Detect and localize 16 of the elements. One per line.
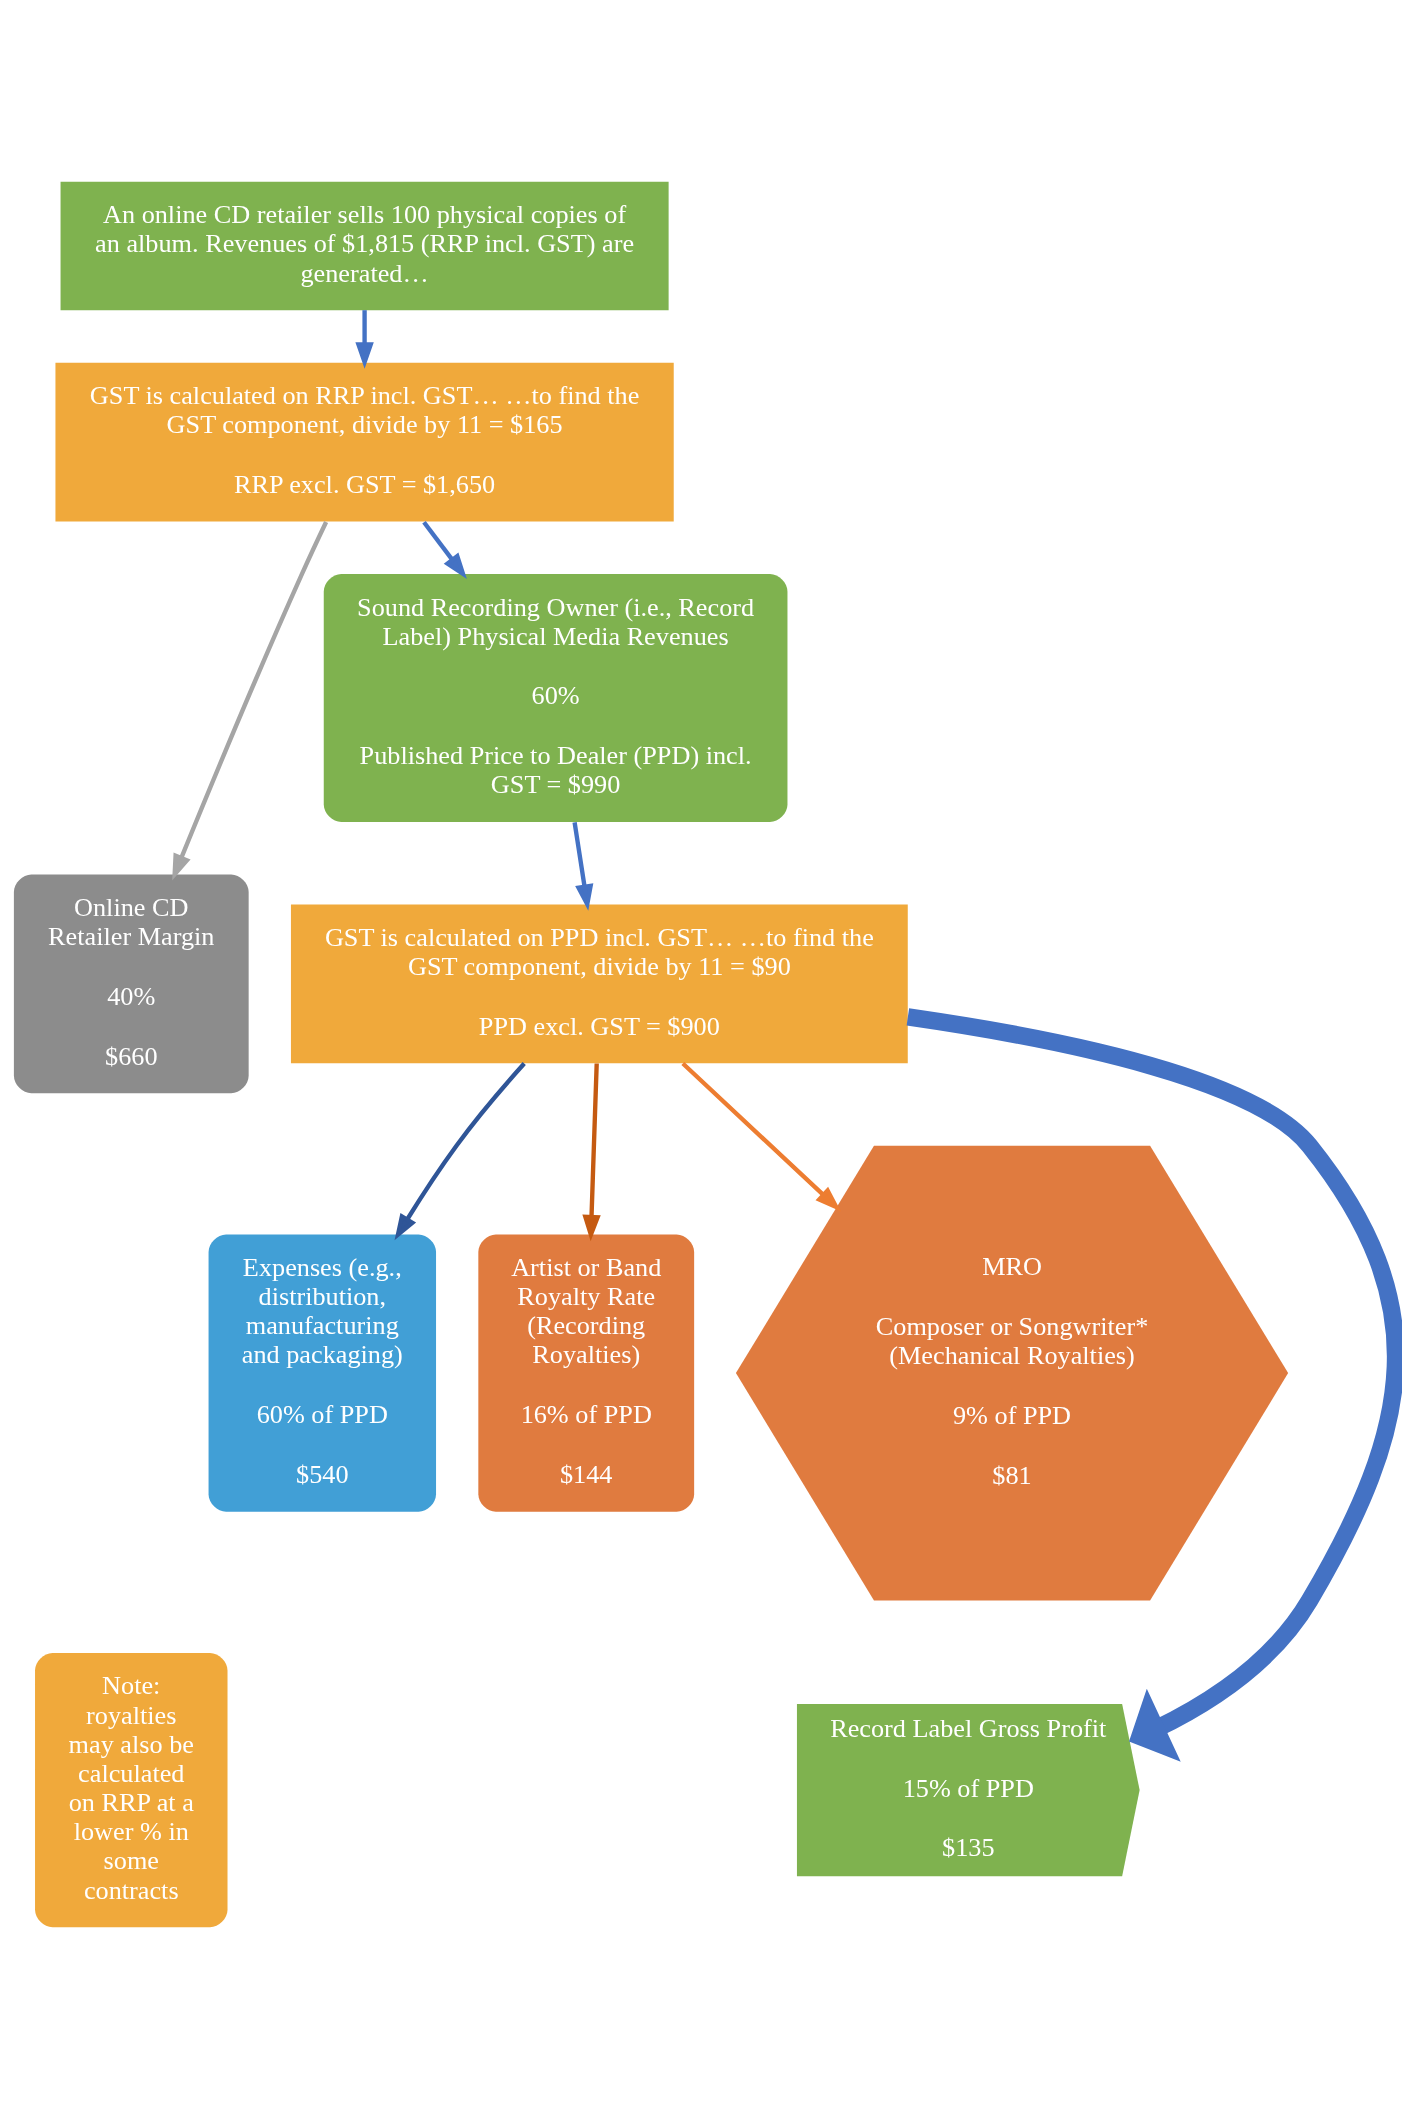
- arrow: [394, 1062, 526, 1241]
- node-box: Online CD Retailer Margin 40% $660: [13, 874, 249, 1094]
- node-box: GST is calculated on PPD incl. GST… …to find the GST component, divide by 11 = $90 PPD excl. GST = $900: [290, 904, 908, 1064]
- node-box: Expenses (e.g., distribution, manufacturing and packaging) 60% of PPD $540: [208, 1234, 437, 1512]
- node-box: An online CD retailer sells 100 physical copies of an album. Revenues of $1,815 (RRP incl. GST) are generated…: [60, 181, 669, 311]
- arrow: [422, 520, 467, 580]
- node-box: GST is calculated on RRP incl. GST… …to find the GST component, divide by 11 = $165 RRP excl. GST = $1,650: [55, 362, 674, 522]
- arrow: [172, 521, 329, 881]
- node-box: Artist or Band Royalty Rate (Recording Royalties) 16% of PPD $144: [478, 1234, 695, 1512]
- arrow: [355, 310, 374, 369]
- arrow: [681, 1061, 841, 1212]
- node-box: Note: royalties may also be calculated on RRP at a lower % in some contracts: [35, 1653, 228, 1928]
- arrow: [906, 1008, 1402, 1762]
- arrow: [572, 822, 594, 911]
- arrow: [582, 1063, 601, 1242]
- node-box: Sound Recording Owner (i.e., Record Label) Physical Media Revenues 60% Published Price to Dealer (PPD) incl. GST = $990: [323, 574, 788, 822]
